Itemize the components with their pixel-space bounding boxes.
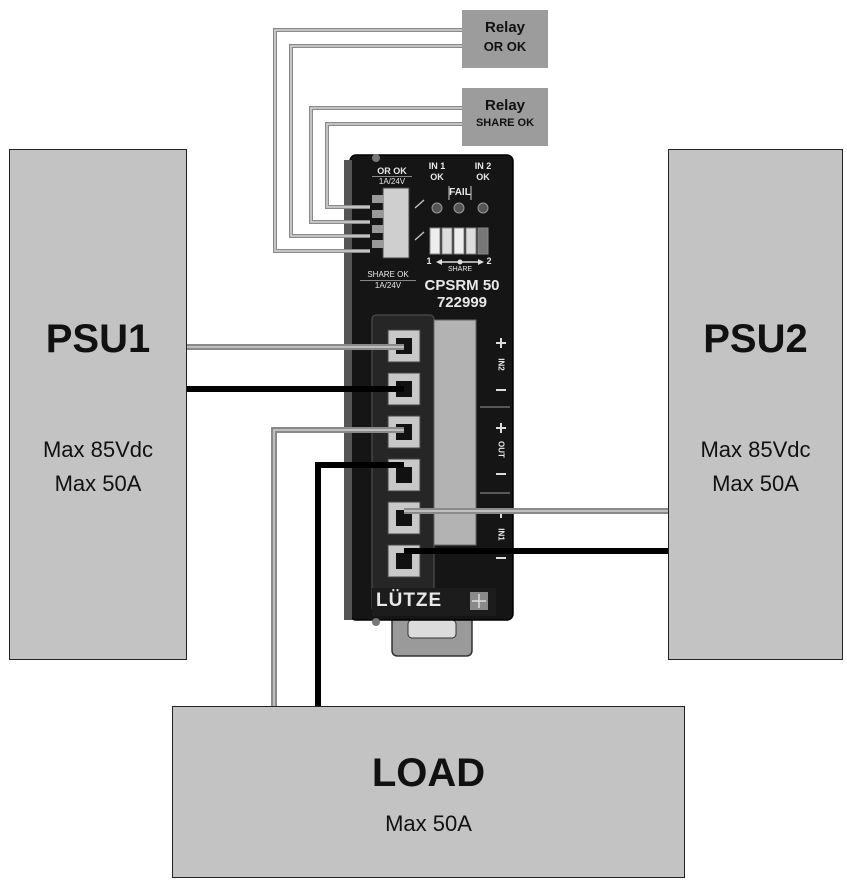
signal-pin-3 [372, 225, 384, 233]
psu2-voltage: Max 85Vdc [700, 437, 811, 462]
psu1-voltage: Max 85Vdc [42, 437, 154, 462]
relay-or-ok: Relay OR OK [462, 10, 548, 68]
share-ok-rating: 1A/24V [360, 280, 416, 290]
brand-name: LÜTZE [376, 590, 443, 611]
relay-share-ok-title: Relay [484, 97, 526, 114]
wire-out-minus-to-load [315, 462, 404, 706]
or-ok-label: OR OK [377, 166, 407, 176]
contact-symbol-share [414, 231, 425, 241]
share-label: SHARE [447, 266, 473, 273]
relay-or-ok-title: Relay [484, 19, 526, 36]
share-scale-left: 1 [426, 256, 432, 266]
share-scale-right: 2 [486, 256, 492, 266]
load-box: LOAD Max 50A [172, 706, 685, 878]
signal-pin-4 [372, 240, 384, 248]
or-ok-rating: 1A/24V [372, 176, 412, 186]
signal-pin-1 [372, 195, 384, 203]
signal-connector [382, 187, 410, 259]
fail-label: FAIL [449, 187, 471, 198]
contact-symbol-or [414, 199, 425, 209]
psu2-title: PSU2 [703, 317, 808, 361]
psu1-box: PSU1 Max 85Vdc Max 50A [9, 149, 187, 660]
terminal-label-out: OUT [496, 441, 506, 458]
relay-share-ok: Relay SHARE OK [462, 88, 548, 146]
led-in1-ok [431, 202, 443, 214]
share-bar-5 [477, 227, 489, 255]
terminal-label-in2: IN2 [496, 358, 506, 371]
terminal-label-strip [433, 319, 477, 546]
share-bar-1 [429, 227, 441, 255]
module-screw-bottom [372, 618, 380, 626]
led-fail [453, 202, 465, 214]
psu1-title: PSU1 [45, 317, 151, 361]
module-screw-top [372, 154, 380, 162]
in2-ok-label: IN 2 OK [474, 161, 492, 182]
share-ok-label: SHARE OK [367, 270, 409, 279]
part-number: 722999 [436, 294, 488, 311]
signal-pin-2 [372, 210, 384, 218]
load-title: LOAD [371, 751, 486, 795]
led-in2-ok [477, 202, 489, 214]
in1-ok-label: IN 1 OK [428, 161, 446, 182]
share-bar-3 [453, 227, 465, 255]
model-name: CPSRM 50 [424, 277, 500, 294]
relay-or-ok-label: OR OK [483, 39, 527, 54]
share-bar-2 [441, 227, 453, 255]
psu2-current: Max 50A [712, 471, 799, 496]
psu1-current: Max 50A [54, 471, 142, 496]
relay-share-ok-label: SHARE OK [475, 117, 535, 129]
terminal-label-in1: IN1 [496, 528, 506, 541]
mounting-foot-slot [407, 619, 457, 639]
share-bar-4 [465, 227, 477, 255]
psu2-box: PSU2 Max 85Vdc Max 50A [668, 149, 843, 660]
load-current: Max 50A [385, 811, 472, 836]
